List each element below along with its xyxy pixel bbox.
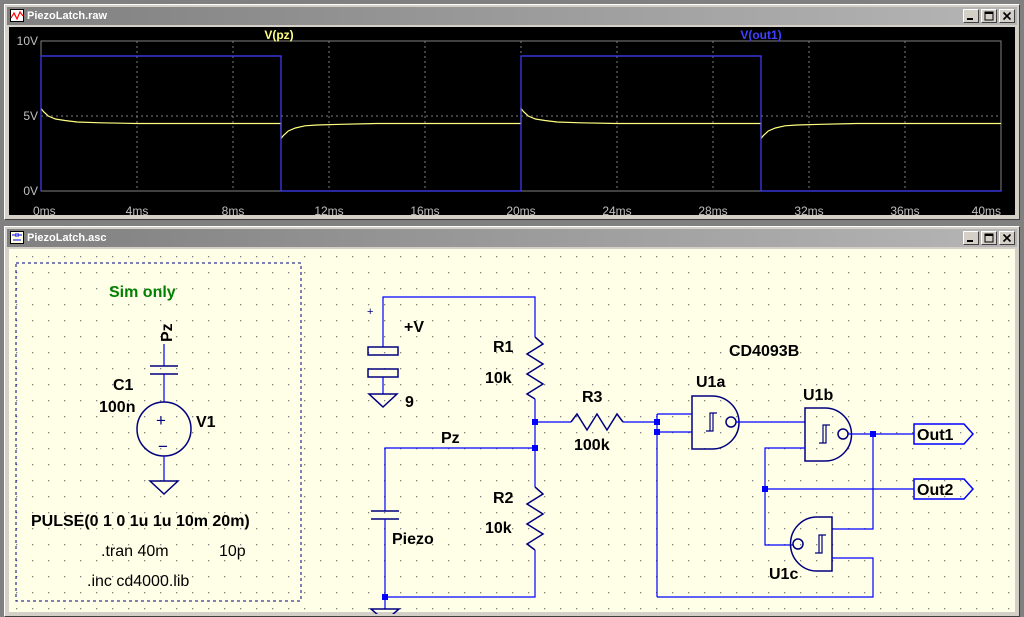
c1-label: C1 [113, 377, 134, 394]
grid-dots [9, 249, 1017, 614]
schematic-titlebar[interactable]: PiezoLatch.asc [7, 229, 1017, 247]
maximize-icon [984, 233, 994, 243]
v1-plus-sign: + [156, 411, 166, 430]
tran-directive: .tran 40m [101, 543, 169, 560]
maximize-icon [984, 11, 994, 21]
maximize-button[interactable] [981, 9, 997, 23]
schematic-window[interactable]: PiezoLatch.asc Sim only Pz [4, 226, 1020, 617]
y-tick-label: 0V [23, 184, 38, 198]
c1-value: 100n [99, 399, 135, 416]
schematic-close-button[interactable] [999, 231, 1015, 245]
plot-legend: V(pz) V(out1) [264, 28, 781, 42]
series-line-1[interactable] [40, 55, 1001, 192]
close-icon [1002, 233, 1012, 243]
nand-gate-u1c[interactable] [789, 516, 833, 572]
waveform-window[interactable]: PiezoLatch.raw 0ms 4ms 8ms 12ms 16ms 20ms 24ms… [4, 4, 1020, 220]
supply-label: +V [404, 319, 424, 336]
x-tick-label: 32ms [794, 204, 823, 217]
wire-out1-u1c [832, 434, 874, 530]
schematic-title: PiezoLatch.asc [27, 232, 107, 244]
v1-label: V1 [196, 414, 216, 431]
x-tick-label: 4ms [126, 204, 149, 217]
schematic-drawing[interactable]: Sim only Pz C1 100n + − V1 PULSE(0 1 0 1… [9, 249, 1017, 614]
pz-net-label-v1: Pz [159, 323, 176, 342]
out1-label: Out1 [917, 427, 954, 444]
schematic-app-icon [10, 231, 24, 244]
chip-label: CD4093B [729, 343, 799, 360]
waveform-titlebar[interactable]: PiezoLatch.raw [7, 7, 1017, 25]
u1c-label: U1c [769, 566, 798, 583]
close-button[interactable] [999, 9, 1015, 23]
sim-only-box[interactable] [15, 262, 302, 602]
r3-value: 100k [574, 437, 610, 454]
r1-label: R1 [493, 339, 514, 356]
ground-icon [367, 393, 399, 409]
x-tick-label: 8ms [222, 204, 245, 217]
minimize-icon [967, 240, 973, 242]
resistor-r1[interactable] [525, 336, 545, 400]
minimize-button[interactable] [963, 9, 979, 23]
wire-pz-net [384, 447, 535, 511]
pz-net-label: Pz [441, 430, 460, 447]
x-tick-label: 24ms [602, 204, 631, 217]
nand-gate-u1a[interactable] [691, 395, 740, 450]
legend-entry-0[interactable]: V(pz) [264, 28, 293, 42]
minimize-icon [967, 18, 973, 20]
x-tick-label: 12ms [314, 204, 343, 217]
plot-series [40, 55, 1001, 192]
supply-value: 9 [405, 394, 414, 411]
r2-value: 10k [485, 520, 512, 537]
waveform-title: PiezoLatch.raw [27, 10, 108, 22]
piezo-label: Piezo [392, 531, 434, 548]
resistor-r3[interactable] [570, 412, 624, 432]
x-tick-label: 36ms [890, 204, 919, 217]
sim-only-label: Sim only [109, 284, 176, 301]
y-tick-label: 5V [23, 109, 38, 123]
schematic-maximize-button[interactable] [981, 231, 997, 245]
schematic-minimize-button[interactable] [963, 231, 979, 245]
y-tick-label: 10V [17, 34, 38, 48]
net-flag-out2[interactable]: Out2 [913, 478, 975, 500]
net-flag-out1[interactable]: Out1 [913, 423, 975, 445]
u1a-label: U1a [696, 374, 725, 391]
tran-step: 10p [219, 543, 246, 560]
wire-supply-r1 [382, 296, 536, 337]
r3-label: R3 [582, 389, 603, 406]
wire-u1b-in2-u1c [764, 447, 805, 546]
x-tick-label: 16ms [410, 204, 439, 217]
ground-icon [368, 608, 402, 614]
wire-piezo-gnd [384, 519, 536, 598]
out2-label: Out2 [917, 482, 954, 499]
legend-entry-1[interactable]: V(out1) [740, 28, 781, 42]
schematic-canvas[interactable]: Sim only Pz C1 100n + − V1 PULSE(0 1 0 1… [9, 249, 1017, 614]
r2-label: R2 [493, 490, 514, 507]
x-tick-label: 28ms [698, 204, 727, 217]
wire-u1c-in2-feedback [657, 557, 874, 598]
waveform-plot-area[interactable]: 0ms 4ms 8ms 12ms 16ms 20ms 24ms 28ms 32ms 36ms 40m… [9, 27, 1017, 217]
x-tick-label: 20ms [506, 204, 535, 217]
waveform-chart[interactable]: 0ms 4ms 8ms 12ms 16ms 20ms 24ms 28ms 32ms 36ms 40m… [9, 27, 1017, 217]
r1-value: 10k [485, 370, 512, 387]
plot-ticks: 0ms 4ms 8ms 12ms 16ms 20ms 24ms 28ms 32ms 36ms 40m… [17, 34, 1001, 217]
u1b-label: U1b [803, 387, 833, 404]
x-tick-label: 0ms [33, 204, 56, 217]
pulse-directive: PULSE(0 1 0 1u 1u 10m 20m) [31, 513, 250, 530]
inc-directive: .inc cd4000.lib [87, 573, 189, 590]
waveform-app-icon [10, 9, 24, 22]
resistor-r2[interactable] [525, 486, 545, 551]
x-tick-label: 40ms [972, 204, 1001, 217]
v1-minus-sign: − [158, 437, 168, 456]
close-icon [1002, 11, 1012, 21]
ground-icon [148, 480, 180, 496]
supply-plus-mark: + [367, 306, 373, 318]
